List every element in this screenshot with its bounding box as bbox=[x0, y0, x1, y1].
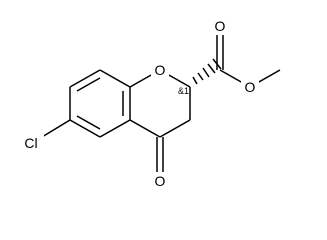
bond-c8-c7 bbox=[69, 69, 101, 88]
bond-c3-c4 bbox=[159, 119, 191, 138]
atom-carbonyl-oxygen: O bbox=[215, 18, 226, 34]
bond-c6-c5 bbox=[69, 119, 101, 138]
atom-ketone-oxygen: O bbox=[155, 173, 166, 189]
atom-chlorine: Cl bbox=[24, 135, 37, 151]
bond-c6-cl bbox=[41, 119, 71, 138]
bond-c6-c5-inner bbox=[76, 115, 101, 130]
molecule-drawing: O O O O Cl &1 bbox=[24, 18, 281, 189]
atom-ester-oxygen: O bbox=[245, 79, 256, 95]
stereo-label: &1 bbox=[178, 86, 189, 96]
bond-c8a-c8 bbox=[99, 69, 131, 88]
bond-c5-c4a bbox=[99, 119, 131, 138]
structure-canvas: O O O O Cl &1 bbox=[24, 18, 281, 189]
bond-c8-c7-inner bbox=[76, 77, 101, 92]
atom-ring-oxygen: O bbox=[155, 62, 166, 78]
bond-c4-c4a bbox=[129, 119, 161, 138]
